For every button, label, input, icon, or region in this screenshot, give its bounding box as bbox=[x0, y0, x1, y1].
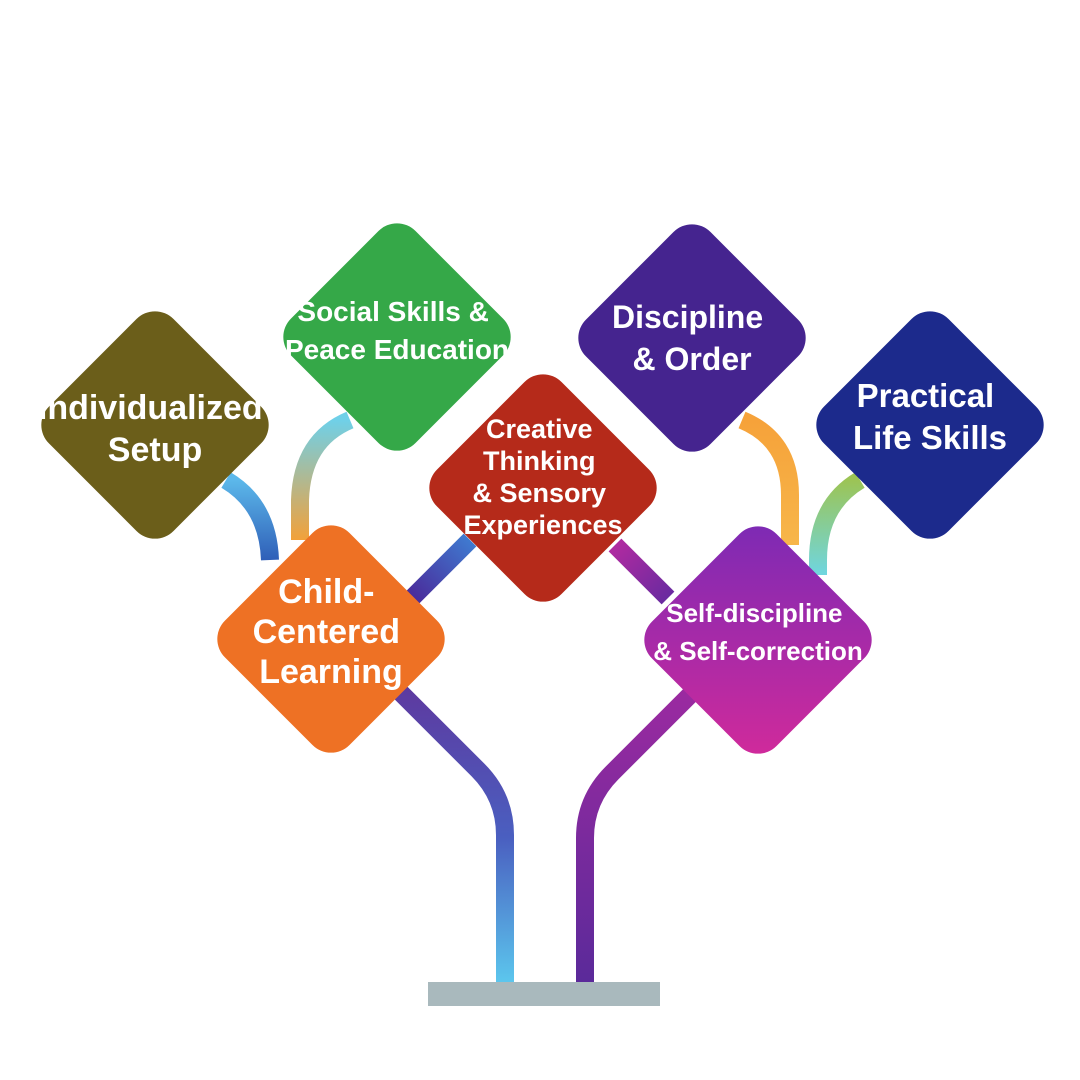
node-creative-thinking-line-2: Thinking bbox=[483, 446, 595, 476]
node-child-centered-shape bbox=[217, 525, 445, 753]
node-practical-life-shape bbox=[816, 311, 1044, 539]
node-individualized-setup-line-1: Individualized bbox=[38, 389, 263, 427]
branches bbox=[221, 411, 865, 985]
node-discipline-order: Discipline & Order bbox=[578, 224, 806, 452]
node-discipline-order-line-2: & Order bbox=[632, 341, 751, 377]
node-discipline-order-shape bbox=[578, 224, 806, 452]
node-creative-thinking: Creative Thinking & Sensory Experiences bbox=[429, 374, 657, 602]
node-creative-thinking-line-1: Creative bbox=[486, 414, 593, 444]
node-practical-life-line-1: Practical bbox=[857, 377, 995, 414]
node-self-discipline-shape bbox=[644, 526, 872, 754]
svg-text:Practical Life Skills: Practical Life Skills bbox=[853, 377, 1007, 456]
node-social-skills-line-2: Peace Education bbox=[285, 334, 509, 365]
node-creative-thinking-line-4: Experiences bbox=[463, 510, 622, 540]
svg-text:Self-discipline & Self: Self-discipline & Self-correction bbox=[653, 598, 863, 666]
node-individualized-setup: Individualized Setup bbox=[38, 311, 272, 539]
node-social-skills: Social Skills & Peace Education bbox=[283, 223, 511, 451]
branch-creative-to-child bbox=[405, 533, 477, 605]
branch-child-centered-to-base bbox=[391, 683, 514, 985]
node-self-discipline: Self-discipline & Self-correction bbox=[644, 526, 872, 754]
node-creative-thinking-line-3: & Sensory bbox=[472, 478, 606, 508]
svg-text:Individualized Setup: Individualized Setup bbox=[38, 389, 272, 469]
node-creative-thinking-shape bbox=[429, 374, 657, 602]
svg-text:Social Skills & Peace: Social Skills & Peace Education bbox=[285, 296, 509, 365]
node-individualized-setup-line-2: Setup bbox=[108, 431, 202, 469]
branch-social-to-child bbox=[291, 411, 354, 540]
branch-individualized-to-child bbox=[221, 472, 279, 561]
svg-text:Discipline & Order: Discipline & Order bbox=[612, 299, 772, 377]
node-child-centered-line-3: Learning bbox=[259, 653, 403, 691]
branch-discipline-to-self bbox=[738, 411, 799, 545]
node-self-discipline-line-1: Self-discipline bbox=[666, 598, 842, 628]
branch-self-discipline-to-base bbox=[576, 688, 697, 985]
node-child-centered: Child- Centered Learning bbox=[217, 525, 445, 753]
node-practical-life-line-2: Life Skills bbox=[853, 419, 1007, 456]
nodes: Individualized Setup Social Skills & Pea… bbox=[38, 223, 1044, 754]
node-individualized-setup-shape bbox=[41, 311, 269, 539]
node-practical-life: Practical Life Skills bbox=[816, 311, 1044, 539]
node-discipline-order-line-1: Discipline bbox=[612, 299, 763, 335]
svg-text:Creative Thinking: Creative Thinking & Sensory Experiences bbox=[463, 414, 622, 540]
svg-text:Child- Centered: Child- Centered Learning bbox=[253, 573, 410, 691]
node-self-discipline-line-2: & Self-correction bbox=[653, 636, 863, 666]
node-child-centered-line-2: Centered bbox=[253, 613, 400, 651]
branch-creative-to-self bbox=[608, 538, 675, 605]
node-social-skills-line-1: Social Skills & bbox=[297, 296, 488, 327]
node-social-skills-shape bbox=[283, 223, 511, 451]
branch-practical-to-self bbox=[809, 472, 865, 575]
tree-base bbox=[428, 982, 660, 1006]
node-child-centered-line-1: Child- bbox=[278, 573, 374, 611]
